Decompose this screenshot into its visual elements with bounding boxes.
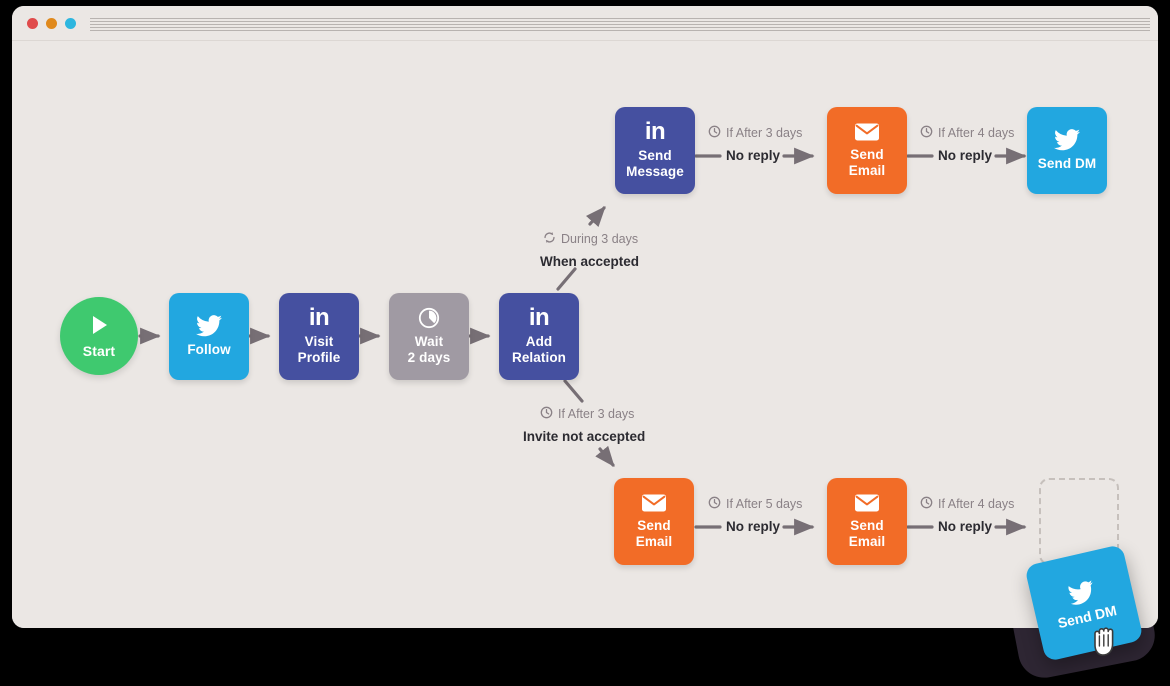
dragged-card-send-dm[interactable]: Send DM — [1024, 544, 1144, 662]
edge-1-condition: If After 3 days — [708, 125, 802, 141]
edge-4-label: No reply — [938, 519, 993, 534]
node-send-dm[interactable]: Send DM — [1027, 107, 1107, 194]
traffic-lights — [27, 18, 76, 29]
play-icon — [86, 312, 112, 338]
node-wait-label: Wait 2 days — [408, 334, 451, 366]
node-visit-profile[interactable]: in Visit Profile — [279, 293, 359, 380]
line2: Email — [848, 534, 886, 549]
node-send-email-bottom-2[interactable]: Send Email — [827, 478, 907, 565]
node-send-email-bottom-2-label: Send Email — [849, 518, 886, 550]
title-bar — [12, 6, 1158, 41]
line1: Add — [525, 334, 553, 350]
condition-text: If After 4 days — [938, 126, 1015, 140]
clock-icon — [708, 125, 721, 141]
node-add-relation-label: Add Relation — [512, 334, 566, 366]
clock-pie-icon — [418, 307, 440, 329]
node-add-relation[interactable]: in Add Relation — [499, 293, 579, 380]
line2: 2 days — [407, 350, 451, 365]
title-bar-divider — [12, 40, 1158, 41]
twitter-icon — [1054, 129, 1080, 151]
edge-1-label: No reply — [726, 148, 781, 163]
node-send-dm-label: Send DM — [1037, 156, 1097, 172]
grab-hand-cursor — [1090, 622, 1124, 665]
line1: Wait — [414, 334, 444, 350]
envelope-icon — [641, 493, 667, 513]
node-send-email-top-label: Send Email — [849, 147, 886, 179]
browser-window: Start Follow in Visit Profile — [12, 6, 1158, 628]
edge-4-condition: If After 4 days — [920, 496, 1014, 512]
branch-accepted-condition: During 3 days — [543, 231, 638, 247]
branch-accepted-label: When accepted — [540, 254, 640, 269]
linkedin-icon: in — [528, 304, 550, 332]
minimize-icon[interactable] — [46, 18, 57, 29]
branch-not-accepted-condition: If After 3 days — [540, 406, 634, 422]
line2: Profile — [297, 350, 341, 365]
envelope-icon — [854, 493, 880, 513]
node-visit-profile-label: Visit Profile — [298, 334, 341, 366]
line1: Send — [850, 518, 884, 534]
line1: Send — [850, 147, 884, 163]
node-follow[interactable]: Follow — [169, 293, 249, 380]
line1: Send — [637, 518, 671, 534]
linkedin-icon: in — [308, 304, 330, 332]
repeat-icon — [543, 231, 556, 247]
node-send-email-bottom-1[interactable]: Send Email — [614, 478, 694, 565]
node-start[interactable]: Start — [60, 297, 138, 375]
node-follow-label: Follow — [187, 342, 231, 358]
twitter-icon — [1066, 579, 1097, 611]
branch-not-accepted-label: Invite not accepted — [523, 429, 646, 444]
edge-2-label: No reply — [938, 148, 993, 163]
twitter-icon — [196, 315, 222, 337]
node-start-label: Start — [82, 343, 116, 360]
close-icon[interactable] — [27, 18, 38, 29]
workflow-canvas[interactable]: Start Follow in Visit Profile — [12, 41, 1158, 628]
address-bar[interactable] — [90, 16, 1150, 33]
envelope-icon — [854, 122, 880, 142]
line1: Visit — [304, 334, 334, 350]
node-wait[interactable]: Wait 2 days — [389, 293, 469, 380]
edge-2-condition: If After 4 days — [920, 125, 1014, 141]
condition-text: If After 4 days — [938, 497, 1015, 511]
clock-icon — [540, 406, 553, 422]
line2: Message — [626, 164, 684, 179]
line2: Relation — [511, 350, 567, 365]
edge-3-label: No reply — [726, 519, 781, 534]
node-send-email-top[interactable]: Send Email — [827, 107, 907, 194]
linkedin-icon: in — [644, 118, 666, 146]
condition-text: During 3 days — [561, 232, 639, 246]
node-send-message[interactable]: in Send Message — [615, 107, 695, 194]
node-send-message-label: Send Message — [626, 148, 684, 180]
maximize-icon[interactable] — [65, 18, 76, 29]
clock-icon — [920, 496, 933, 512]
clock-icon — [708, 496, 721, 512]
condition-text: If After 3 days — [726, 126, 803, 140]
clock-icon — [920, 125, 933, 141]
node-send-email-bottom-1-label: Send Email — [636, 518, 673, 550]
edge-3-condition: If After 5 days — [708, 496, 802, 512]
line2: Email — [635, 534, 673, 549]
line1: Send — [638, 148, 672, 164]
condition-text: If After 3 days — [558, 407, 635, 421]
condition-text: If After 5 days — [726, 497, 803, 511]
line2: Email — [848, 163, 886, 178]
